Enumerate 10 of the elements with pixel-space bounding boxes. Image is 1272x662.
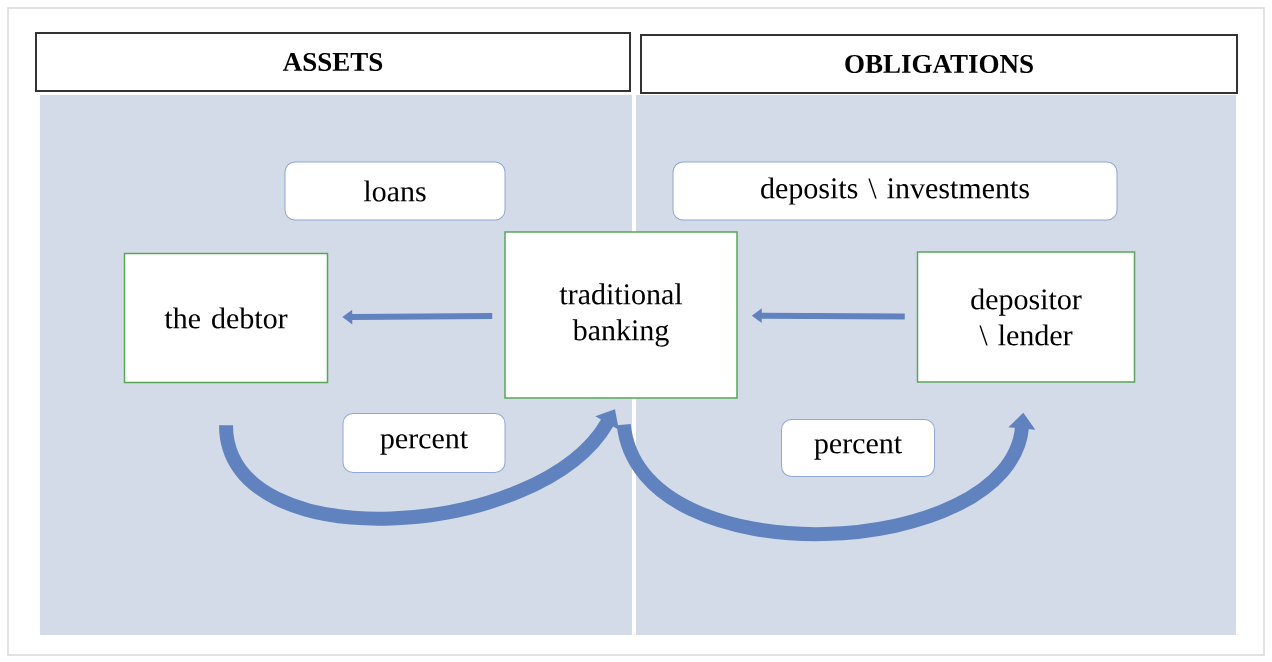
- label-box: deposits \ investments: [672, 161, 1118, 221]
- header-box: ASSETS: [35, 32, 631, 92]
- process-box: traditional banking: [504, 231, 738, 399]
- process-box: depositor \ lender: [916, 251, 1136, 383]
- header-box: OBLIGATIONS: [640, 34, 1238, 94]
- label-box: percent: [781, 419, 935, 477]
- label-box: loans: [284, 161, 506, 221]
- arrow: [219, 409, 619, 526]
- label-box: percent: [342, 413, 506, 473]
- process-box: the debtor: [123, 252, 329, 384]
